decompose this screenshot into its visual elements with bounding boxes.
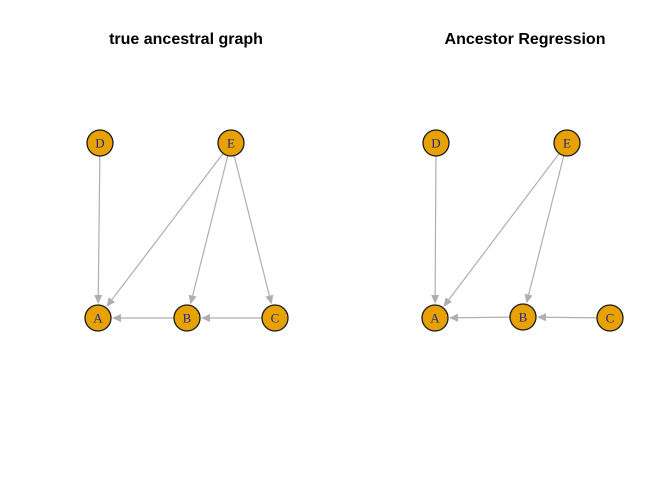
node-circle-C: [596, 304, 624, 332]
graph-node-C: C: [596, 304, 624, 332]
node-label-E: E: [563, 136, 571, 151]
arrowhead-C-B: [536, 313, 547, 322]
arrowhead-C-B: [201, 314, 210, 322]
node-label-C: C: [606, 311, 615, 326]
arrowhead-D-A: [94, 294, 103, 305]
node-label-B: B: [519, 310, 528, 325]
edge-E-C: [230, 142, 270, 296]
node-circle-C: [261, 304, 289, 332]
arrowhead-E-A: [443, 297, 453, 307]
graph-node-D: D: [86, 129, 114, 157]
arrowhead-B-A: [448, 313, 459, 322]
node-circle-D: [86, 129, 114, 157]
node-label-D: D: [431, 136, 440, 151]
panel-title-left: true ancestral graph: [109, 31, 263, 48]
panel-title-right: Ancestor Regression: [444, 31, 606, 48]
edge-D-A: [434, 142, 437, 296]
graph-node-D: D: [422, 129, 450, 157]
node-label-E: E: [227, 136, 235, 151]
arrowhead-E-C: [265, 294, 274, 305]
node-circle-E: [217, 129, 245, 157]
edge-E-A: [448, 142, 568, 300]
node-label-B: B: [183, 311, 192, 326]
arrowhead-D-A: [431, 294, 440, 305]
node-circle-B: [173, 304, 201, 332]
edge-E-A: [111, 142, 232, 301]
node-label-C: C: [271, 311, 280, 326]
node-circle-A: [84, 304, 112, 332]
graph-node-A: A: [84, 304, 112, 332]
node-label-A: A: [430, 311, 440, 326]
arrowhead-E-A: [106, 297, 116, 307]
graph-node-B: B: [173, 304, 201, 332]
node-label-D: D: [95, 136, 104, 151]
arrowhead-E-B: [524, 293, 533, 304]
edge-E-B: [192, 142, 232, 296]
arrowhead-E-B: [188, 294, 197, 305]
arrowhead-B-A: [112, 314, 121, 322]
graph-node-E: E: [553, 129, 581, 157]
node-circle-B: [509, 303, 537, 331]
node-circle-D: [422, 129, 450, 157]
graph-node-C: C: [261, 304, 289, 332]
node-label-A: A: [93, 311, 103, 326]
edge-E-B: [528, 142, 568, 295]
edge-D-A: [97, 142, 101, 296]
graph-node-A: A: [421, 304, 449, 332]
graph-node-B: B: [509, 303, 537, 331]
node-circle-A: [421, 304, 449, 332]
node-circle-E: [553, 129, 581, 157]
graph-node-E: E: [217, 129, 245, 157]
